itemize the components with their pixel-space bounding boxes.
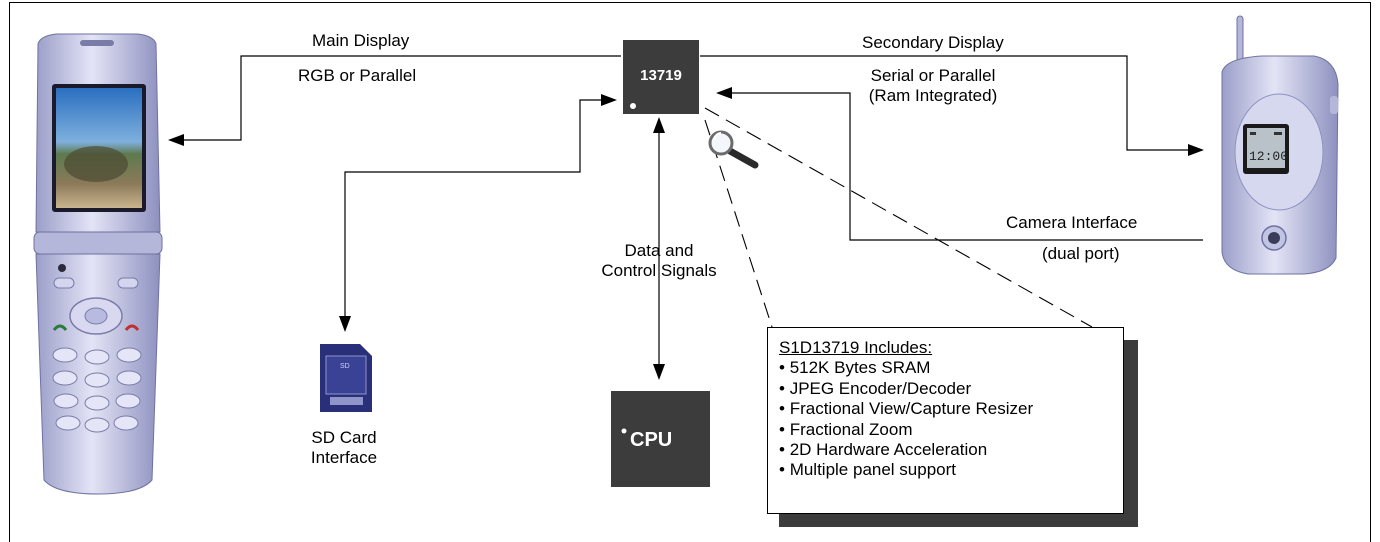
feature-item: • Multiple panel support bbox=[779, 460, 957, 480]
features-box: S1D13719 Includes: • 512K Bytes SRAM • J… bbox=[767, 327, 1124, 514]
magnifier-icon bbox=[708, 130, 759, 169]
camera-interface-label: Camera Interface bbox=[1006, 213, 1138, 232]
features-title: S1D13719 Includes: bbox=[779, 338, 933, 357]
features-list: • 512K Bytes SRAM • JPEG Encoder/Decoder… bbox=[779, 358, 1123, 480]
camera-interface-connector bbox=[730, 92, 1203, 241]
secondary-bus-line1: Serial or Parallel bbox=[870, 66, 996, 85]
sd-card-line1: SD Card bbox=[311, 428, 377, 447]
secondary-display-label: Secondary Display bbox=[862, 33, 1004, 52]
chip-label: 13719 bbox=[640, 67, 682, 84]
feature-item: • JPEG Encoder/Decoder bbox=[779, 378, 972, 398]
main-display-bus-label: RGB or Parallel bbox=[298, 66, 417, 85]
sd-card-arrowhead-down bbox=[339, 316, 351, 332]
feature-item: • Fractional View/Capture Resizer bbox=[779, 399, 1034, 419]
chip-13719 bbox=[623, 40, 699, 114]
data-control-label: Data and Control Signals bbox=[580, 241, 738, 281]
main-display-label: Main Display bbox=[312, 31, 410, 50]
feature-item-text: 2D Hardware Acceleration bbox=[789, 440, 988, 460]
data-control-line1: Data and bbox=[624, 241, 694, 260]
main-display-connector bbox=[182, 55, 621, 141]
feature-item: • 2D Hardware Acceleration bbox=[779, 440, 988, 460]
sd-card-icon: SD bbox=[320, 344, 372, 412]
sd-card-line2: Interface bbox=[310, 448, 378, 467]
cpu-pin-dot bbox=[621, 428, 627, 434]
data-control-line2: Control Signals bbox=[601, 261, 717, 280]
main-display-arrowhead bbox=[168, 134, 184, 146]
feature-item-text: Fractional Zoom bbox=[789, 419, 913, 439]
svg-text:SD: SD bbox=[340, 363, 350, 370]
feature-item: • 512K Bytes SRAM bbox=[779, 358, 931, 378]
cpu-label: CPU bbox=[630, 429, 673, 451]
secondary-phone-clock: 12:00 bbox=[1249, 149, 1288, 164]
sd-card-label: SD Card Interface bbox=[296, 428, 392, 468]
feature-item-text: JPEG Encoder/Decoder bbox=[789, 378, 972, 398]
secondary-bus-label: Serial or Parallel (Ram Integrated) bbox=[858, 66, 1008, 106]
main-phone-image bbox=[33, 33, 163, 495]
camera-interface-arrowhead bbox=[716, 87, 732, 99]
feature-item: • Fractional Zoom bbox=[779, 419, 913, 439]
diagram-frame bbox=[9, 2, 1371, 542]
feature-item-text: Multiple panel support bbox=[789, 460, 957, 480]
feature-item-text: 512K Bytes SRAM bbox=[789, 358, 931, 378]
sd-card-arrowhead-up bbox=[601, 94, 617, 106]
sd-card-connector bbox=[344, 99, 603, 318]
cpu-arrowhead-up bbox=[653, 117, 665, 133]
secondary-bus-line2: (Ram Integrated) bbox=[868, 86, 998, 105]
camera-port-label: (dual port) bbox=[1042, 244, 1120, 263]
secondary-display-connector bbox=[700, 55, 1190, 151]
secondary-phone-image: 12:00 bbox=[1221, 15, 1339, 275]
secondary-display-arrowhead bbox=[1188, 144, 1204, 156]
chip-pin-dot bbox=[630, 103, 636, 109]
feature-item-text: Fractional View/Capture Resizer bbox=[789, 399, 1034, 419]
cpu-chip bbox=[611, 391, 710, 487]
cpu-arrowhead-down bbox=[653, 364, 665, 380]
